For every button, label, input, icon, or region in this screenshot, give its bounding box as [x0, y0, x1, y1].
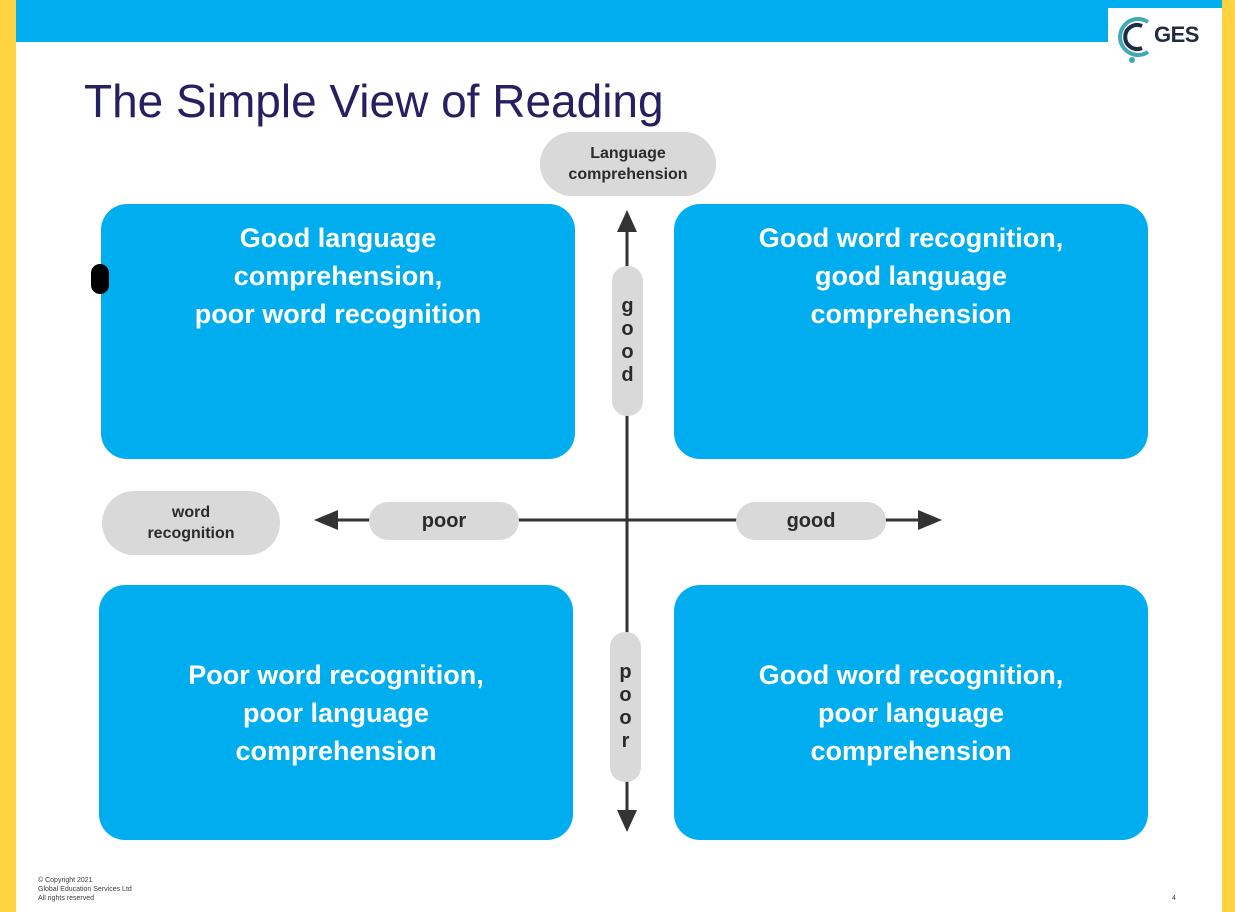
quadrant-top-right-text: Good word recognition, good language com…	[758, 222, 1064, 329]
quadrant-top-left: Good language comprehension, poor word r…	[101, 204, 575, 459]
language-comprehension-text: Language comprehension	[568, 145, 688, 183]
logo-text: GES	[1154, 22, 1199, 47]
quadrant-bottom-left: Poor word recognition, poor language com…	[99, 585, 573, 840]
arrowhead-left	[314, 510, 338, 530]
slide: GES The Simple View of Reading Good lang…	[16, 0, 1222, 912]
vertical-good-label: g o o d	[612, 266, 643, 416]
slide-title: The Simple View of Reading	[84, 75, 664, 127]
arrowhead-right	[918, 510, 942, 530]
word-recognition-text: word recognition	[147, 504, 235, 542]
horizontal-good-text: good	[786, 509, 836, 532]
ges-logo: GES	[1108, 8, 1222, 70]
horizontal-poor-text: poor	[421, 509, 467, 532]
bullet-mark	[91, 264, 109, 294]
vertical-poor-label: p o o r	[610, 632, 641, 782]
vertical-poor-text: p o o r	[619, 661, 632, 752]
logo-mark-icon	[1118, 17, 1150, 63]
arrowhead-down	[617, 810, 637, 832]
language-comprehension-label: Language comprehension	[540, 132, 716, 196]
quadrant-top-right: Good word recognition, good language com…	[674, 204, 1148, 459]
page-number: 4	[1172, 895, 1176, 902]
quadrant-bottom-right-text: Good word recognition, poor language com…	[758, 659, 1064, 766]
horizontal-poor-label: poor	[369, 502, 519, 540]
quadrant-top-left-text: Good language comprehension, poor word r…	[194, 222, 482, 329]
word-recognition-label: word recognition	[102, 491, 280, 555]
horizontal-good-label: good	[736, 502, 886, 540]
copyright-footer: © Copyright 2021 Global Education Servic…	[38, 877, 132, 902]
quadrant-bottom-right: Good word recognition, poor language com…	[674, 585, 1148, 840]
top-banner	[16, 0, 1222, 42]
vertical-good-text: g o o d	[621, 295, 634, 386]
arrowhead-up	[617, 210, 637, 232]
quadrant-bottom-left-text: Poor word recognition, poor language com…	[188, 659, 484, 766]
